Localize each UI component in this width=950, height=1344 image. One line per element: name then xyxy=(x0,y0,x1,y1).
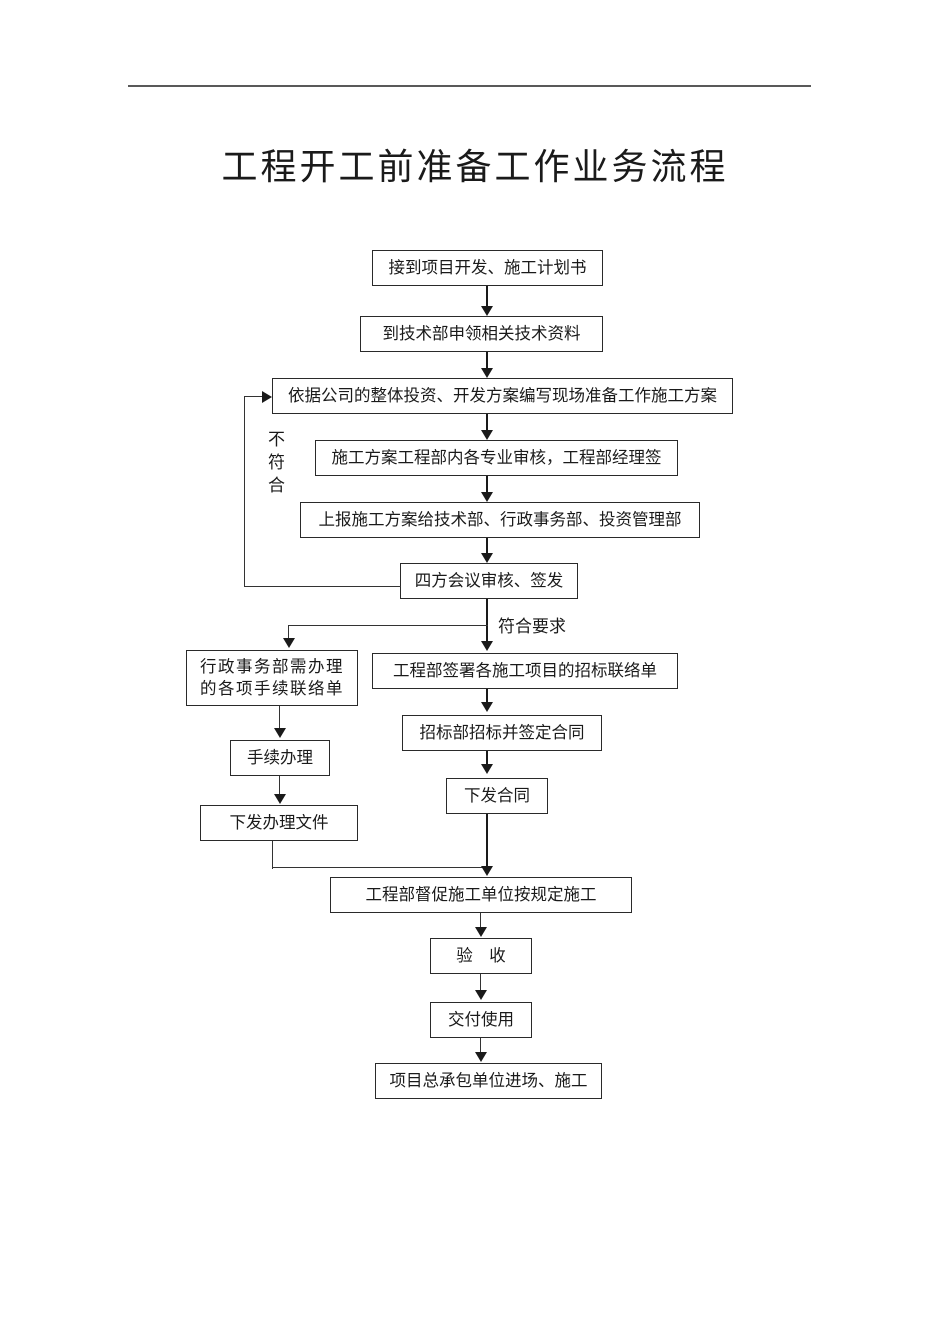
connector-n2-n3 xyxy=(486,352,488,369)
flow-node-4[interactable]: 施工方案工程部内各专业审核，工程部经理签 xyxy=(315,440,678,476)
branch-line-left xyxy=(288,625,488,627)
arrow-n10-n12-icon xyxy=(481,764,493,774)
arrow-n1-n2-icon xyxy=(481,306,493,316)
connector-n3-n4 xyxy=(486,414,488,431)
arrow-merge-n13-icon xyxy=(481,866,493,876)
connector-n1-n2 xyxy=(486,286,488,308)
flow-node-14[interactable]: 验 收 xyxy=(430,938,532,974)
arrow-n7-n9-icon xyxy=(274,728,286,738)
merge-horizontal xyxy=(272,867,488,869)
connector-n14-n15 xyxy=(480,974,482,992)
branch-left-drop xyxy=(288,625,290,641)
connector-n13-n14 xyxy=(480,913,482,929)
flow-node-3[interactable]: 依据公司的整体投资、开发方案编写现场准备工作施工方案 xyxy=(272,378,733,414)
flow-node-1[interactable]: 接到项目开发、施工计划书 xyxy=(372,250,603,286)
flow-node-10[interactable]: 招标部招标并签定合同 xyxy=(402,715,602,751)
arrow-n3-n4-icon xyxy=(481,430,493,440)
connector-n15-n16 xyxy=(480,1038,482,1054)
arrow-n15-n16-icon xyxy=(475,1052,487,1062)
arrow-n9-n11-icon xyxy=(274,794,286,804)
feedback-line-vertical xyxy=(244,396,246,587)
flow-node-8[interactable]: 工程部签署各施工项目的招标联络单 xyxy=(372,653,678,689)
connector-n10-n12 xyxy=(486,751,488,765)
arrow-n4-n5-icon xyxy=(481,492,493,502)
flow-node-16[interactable]: 项目总承包单位进场、施工 xyxy=(375,1063,602,1099)
feedback-line-top xyxy=(244,396,266,398)
flow-node-11[interactable]: 下发办理文件 xyxy=(200,805,358,841)
connector-n7-n9 xyxy=(279,706,281,730)
connector-n5-n6 xyxy=(486,538,488,555)
arrow-n5-n6-icon xyxy=(481,553,493,563)
page-title: 工程开工前准备工作业务流程 xyxy=(221,147,729,187)
header-divider xyxy=(128,85,811,87)
flow-node-7[interactable]: 行政事务部需办理 的各项手续联络单 xyxy=(186,650,358,706)
feedback-line-bottom xyxy=(244,586,401,588)
arrow-branch-left-icon xyxy=(283,638,295,648)
merge-left-drop xyxy=(272,841,274,869)
flow-node-9[interactable]: 手续办理 xyxy=(230,740,330,776)
connector-n8-n10 xyxy=(486,689,488,704)
arrow-n8-n10-icon xyxy=(481,702,493,712)
edge-label-accept: 符合要求 xyxy=(498,617,566,636)
merge-right-drop xyxy=(486,814,488,870)
flow-node-12[interactable]: 下发合同 xyxy=(446,778,548,814)
connector-n4-n5 xyxy=(486,476,488,493)
arrow-n2-n3-icon xyxy=(481,368,493,378)
flow-node-6[interactable]: 四方会议审核、签发 xyxy=(400,563,578,599)
arrow-n13-n14-icon xyxy=(475,927,487,937)
flow-node-5[interactable]: 上报施工方案给技术部、行政事务部、投资管理部 xyxy=(300,502,700,538)
edge-label-reject: 不符合 xyxy=(265,430,284,499)
arrow-branch-right-icon xyxy=(481,641,493,651)
connector-n9-n11 xyxy=(279,776,281,797)
flow-node-15[interactable]: 交付使用 xyxy=(430,1002,532,1038)
arrow-n14-n15-icon xyxy=(475,990,487,1000)
arrow-feedback-icon xyxy=(262,391,272,403)
connector-n6-split xyxy=(486,599,488,643)
flow-node-13[interactable]: 工程部督促施工单位按规定施工 xyxy=(330,877,632,913)
flow-node-2[interactable]: 到技术部申领相关技术资料 xyxy=(360,316,603,352)
